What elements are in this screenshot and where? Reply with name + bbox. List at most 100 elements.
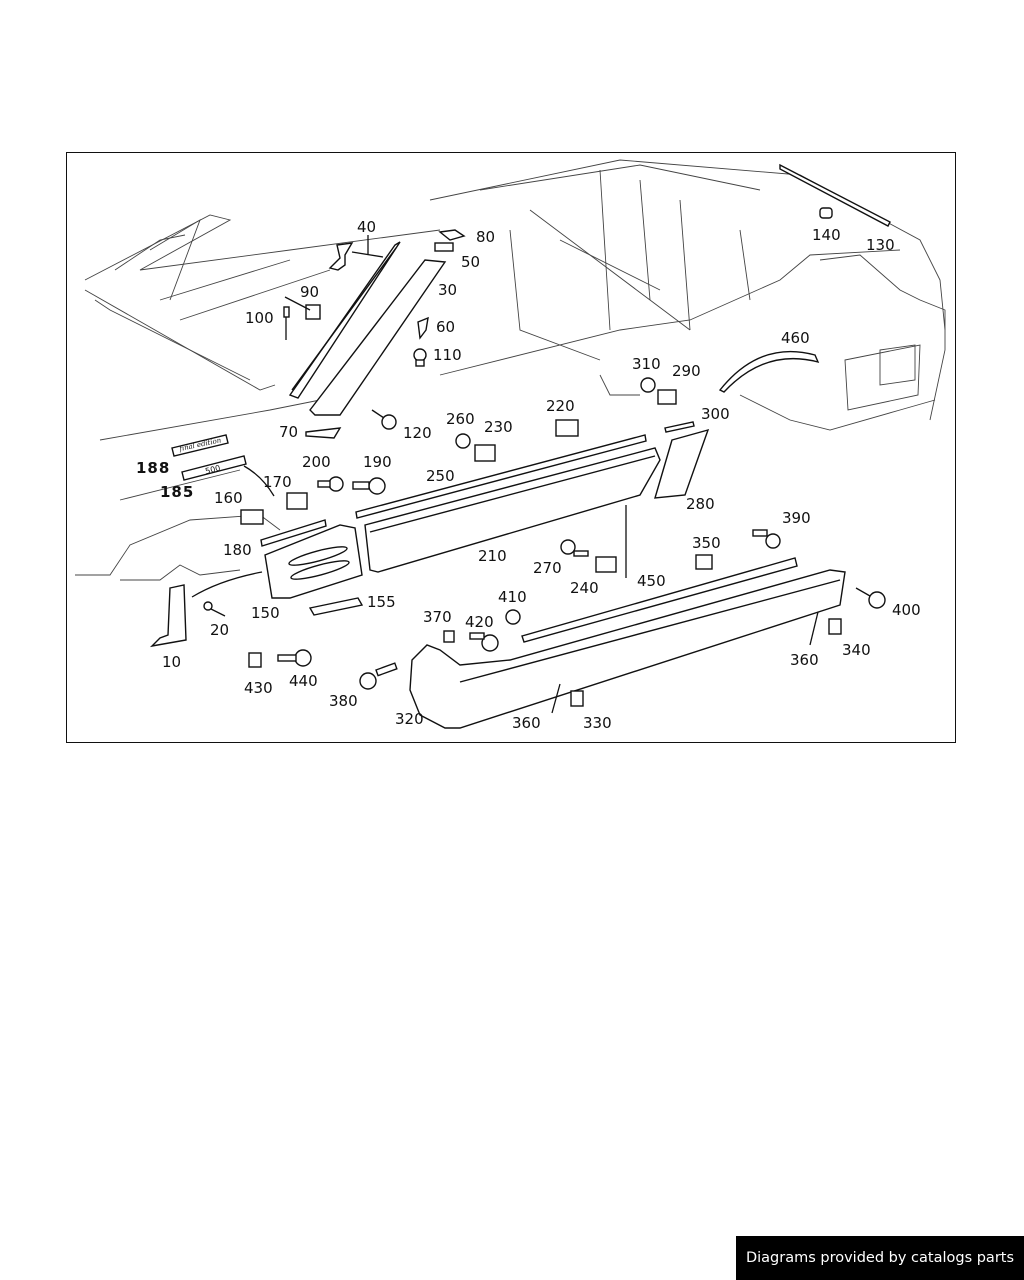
- part-240-clip: [595, 556, 617, 573]
- label-340[interactable]: 340: [842, 641, 871, 659]
- part-60-clip: [417, 316, 429, 340]
- label-420[interactable]: 420: [465, 613, 494, 631]
- arrow-badge: [243, 465, 275, 497]
- part-280-trim: [654, 428, 710, 499]
- part-270-screw: [560, 539, 589, 557]
- part-360-rod-a: [551, 683, 561, 714]
- label-60[interactable]: 60: [436, 318, 455, 336]
- label-210[interactable]: 210: [478, 547, 507, 565]
- part-labels: 40 80 50 30 90 100 60 110 70 120 140 130…: [136, 218, 921, 732]
- label-160[interactable]: 160: [214, 489, 243, 507]
- label-70[interactable]: 70: [279, 423, 298, 441]
- part-350-clip: [695, 554, 713, 570]
- part-260-plug: [455, 433, 471, 449]
- part-210-door-moulding: [364, 447, 661, 578]
- part-310-plug: [640, 377, 656, 393]
- label-380[interactable]: 380: [329, 692, 358, 710]
- part-430-clip: [248, 652, 262, 668]
- part-300-strip: [664, 421, 695, 433]
- label-90[interactable]: 90: [300, 283, 319, 301]
- part-390-clip: [752, 529, 781, 549]
- part-50-clip: [434, 242, 454, 252]
- label-450[interactable]: 450: [637, 572, 666, 590]
- label-320[interactable]: 320: [395, 710, 424, 728]
- part-340-clip: [828, 618, 842, 635]
- label-170[interactable]: 170: [263, 473, 292, 491]
- label-400[interactable]: 400: [892, 601, 921, 619]
- label-100[interactable]: 100: [245, 309, 274, 327]
- part-120-screw: [371, 409, 397, 430]
- part-290-clip: [657, 389, 677, 405]
- label-20[interactable]: 20: [210, 621, 229, 639]
- label-430[interactable]: 430: [244, 679, 273, 697]
- part-420-clip: [469, 632, 499, 652]
- label-220[interactable]: 220: [546, 397, 575, 415]
- label-230[interactable]: 230: [484, 418, 513, 436]
- label-40[interactable]: 40: [357, 218, 376, 236]
- label-10[interactable]: 10: [162, 653, 181, 671]
- part-250-strip: [355, 434, 647, 519]
- label-300[interactable]: 300: [701, 405, 730, 423]
- part-80-clip: [438, 229, 466, 241]
- footer-credit: Diagrams provided by catalogs parts: [736, 1236, 1024, 1280]
- label-110[interactable]: 110: [433, 346, 462, 364]
- label-330[interactable]: 330: [583, 714, 612, 732]
- label-460[interactable]: 460: [781, 329, 810, 347]
- label-390[interactable]: 390: [782, 509, 811, 527]
- part-440-screw: [277, 649, 312, 667]
- label-260[interactable]: 260: [446, 410, 475, 428]
- label-190[interactable]: 190: [363, 453, 392, 471]
- label-140[interactable]: 140: [812, 226, 841, 244]
- badge-final-edition-text: final edition: [178, 436, 223, 453]
- badge-500-text: 500: [204, 464, 221, 476]
- part-70-cap: [305, 427, 342, 439]
- part-380-screw: [359, 662, 398, 690]
- part-100-rivet: [283, 306, 290, 340]
- part-110-plug: [413, 348, 427, 367]
- label-30[interactable]: 30: [438, 281, 457, 299]
- label-80[interactable]: 80: [476, 228, 495, 246]
- part-30-pillar-cover: [309, 259, 447, 416]
- label-240[interactable]: 240: [570, 579, 599, 597]
- part-170-clip: [286, 492, 308, 510]
- part-320-rocker-panel: [409, 569, 846, 729]
- label-50[interactable]: 50: [461, 253, 480, 271]
- label-360-a[interactable]: 360: [512, 714, 541, 732]
- part-450-sill-strip: [521, 557, 798, 643]
- label-130[interactable]: 130: [866, 236, 895, 254]
- label-188[interactable]: 188: [136, 459, 170, 477]
- label-290[interactable]: 290: [672, 362, 701, 380]
- label-120[interactable]: 120: [403, 424, 432, 442]
- part-150-front-trim: [264, 524, 363, 599]
- arrow-bracket: [191, 571, 263, 598]
- label-310[interactable]: 310: [632, 355, 661, 373]
- badge-500: [181, 455, 247, 481]
- label-180[interactable]: 180: [223, 541, 252, 559]
- part-370-nut: [443, 630, 455, 643]
- label-200[interactable]: 200: [302, 453, 331, 471]
- part-220-clip: [555, 419, 579, 437]
- label-270[interactable]: 270: [533, 559, 562, 577]
- part-130-moulding: [779, 163, 891, 227]
- part-20-pin: [203, 601, 226, 617]
- label-155[interactable]: 155: [367, 593, 396, 611]
- label-280[interactable]: 280: [686, 495, 715, 513]
- part-200-screw: [317, 476, 344, 492]
- label-350[interactable]: 350: [692, 534, 721, 552]
- label-360-b[interactable]: 360: [790, 651, 819, 669]
- label-185[interactable]: 185: [160, 483, 194, 501]
- label-150[interactable]: 150: [251, 604, 280, 622]
- label-370[interactable]: 370: [423, 608, 452, 626]
- part-230-clip: [474, 444, 496, 462]
- part-190-screw: [352, 477, 386, 495]
- part-140-plug: [819, 207, 833, 219]
- label-440[interactable]: 440: [289, 672, 318, 690]
- part-90-clip: [284, 296, 321, 320]
- part-40-pillar-moulding: [288, 235, 401, 399]
- part-160-clip: [240, 509, 264, 525]
- part-10-bracket: [149, 584, 187, 648]
- label-410[interactable]: 410: [498, 588, 527, 606]
- label-250[interactable]: 250: [426, 467, 455, 485]
- part-400-screw: [855, 587, 886, 609]
